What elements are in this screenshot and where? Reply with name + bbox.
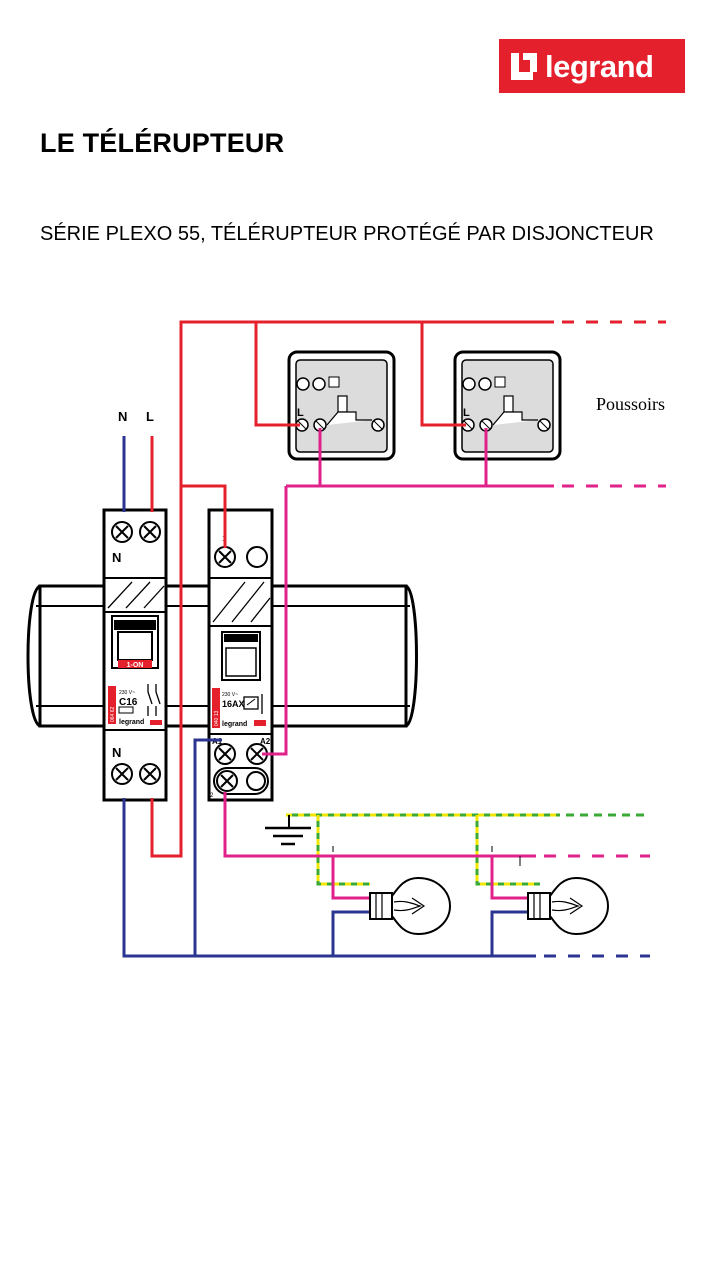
breaker-ref: 064 62 <box>110 706 116 722</box>
breaker-handle-indicator <box>118 660 152 668</box>
page-subtitle: SÉRIE PLEXO 55, TÉLÉRUPTEUR PROTÉGÉ PAR … <box>40 223 654 245</box>
breaker-top-n-label: N <box>112 550 121 565</box>
impulse-relay: 1 040 13 230 V~ 16AX legrand A1 A2 <box>207 508 274 802</box>
breaker-top-screw-1 <box>111 521 133 543</box>
pushbutton-1: L <box>287 350 396 461</box>
supply-neutral-label: N <box>118 409 127 424</box>
breaker-brand: legrand <box>119 719 144 726</box>
relay-terminal-2-label: 2 <box>210 793 214 799</box>
pushbuttons-label: Poussoirs <box>596 394 665 414</box>
breaker-voltage: 230 V~ <box>119 690 135 696</box>
pushbutton-2-l-label: L <box>463 407 470 419</box>
page-title: LE TÉLÉRUPTEUR <box>40 128 285 158</box>
relay-indicator <box>246 546 268 568</box>
circuit-breaker: N 1-ON 064 62 230 V~ C16 legrand N <box>102 508 168 802</box>
relay-terminal-2-screw <box>216 770 238 792</box>
svg-text:legrand: legrand <box>545 49 653 84</box>
breaker-bottom-screw-1 <box>111 763 133 785</box>
switched-conductor <box>223 428 666 900</box>
relay-voltage: 230 V~ <box>222 692 238 698</box>
earth-conductor <box>265 813 650 886</box>
breaker-top-screw-2 <box>139 521 161 543</box>
legrand-logo: legrand <box>499 39 685 93</box>
wiring-diagram: N 1-ON 064 62 230 V~ C16 legrand N <box>26 320 666 958</box>
phase-conductor <box>150 320 666 858</box>
breaker-handle-label: 1-ON <box>127 662 144 669</box>
pushbutton-2: L <box>453 350 562 461</box>
neutral-conductor <box>122 436 650 958</box>
lamp-2 <box>527 876 610 936</box>
relay-brand: legrand <box>222 721 247 728</box>
relay-a2-screw <box>246 743 268 765</box>
lamp-1 <box>369 876 452 936</box>
relay-terminal-1-screw <box>214 546 236 568</box>
supply-live-label: L <box>146 409 154 424</box>
wire-tick-marks <box>332 846 521 866</box>
pushbutton-1-l-label: L <box>297 407 304 419</box>
relay-rating: 16AX <box>222 699 245 709</box>
breaker-bottom-screw-2 <box>139 763 161 785</box>
breaker-bottom-n-label: N <box>112 745 121 760</box>
legrand-logo-mark: legrand <box>511 49 654 84</box>
relay-a2-label: A2 <box>260 737 271 746</box>
relay-ref: 040 13 <box>214 710 220 726</box>
breaker-rating: C16 <box>119 697 138 708</box>
relay-a1-screw <box>214 743 236 765</box>
